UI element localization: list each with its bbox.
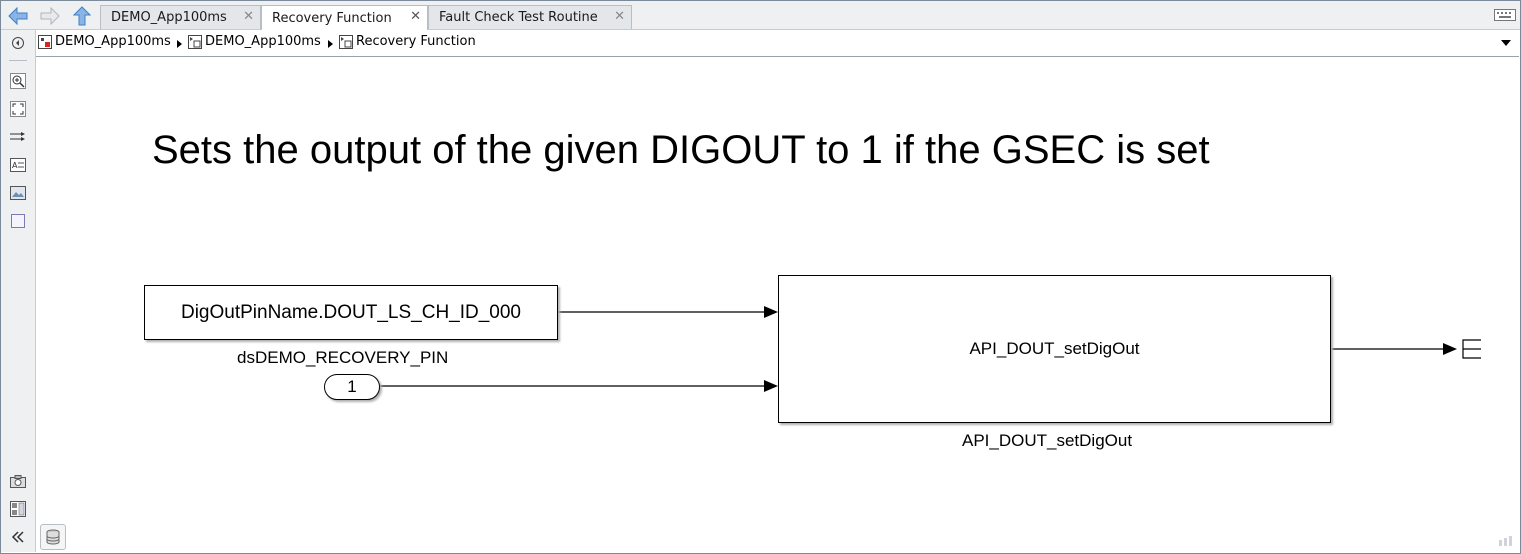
- keyboard-icon[interactable]: [1494, 9, 1516, 25]
- tab-label: DEMO_App100ms: [111, 10, 227, 25]
- subsystem-icon: [339, 34, 353, 49]
- collapse-icon[interactable]: [9, 528, 27, 546]
- function-block-label: API_DOUT_setDigOut: [969, 339, 1140, 358]
- breadcrumb-item-recovery-function[interactable]: Recovery Function: [339, 34, 476, 49]
- tab-bar: DEMO_App100ms ✕ Recovery Function ✕ Faul…: [1, 1, 1520, 30]
- breadcrumb-label: DEMO_App100ms: [55, 34, 171, 49]
- breadcrumb-label: DEMO_App100ms: [205, 34, 321, 49]
- forward-button[interactable]: [39, 5, 61, 27]
- signal-route-icon[interactable]: [9, 128, 27, 146]
- zoom-icon[interactable]: [9, 72, 27, 90]
- svg-text:A: A: [12, 161, 18, 170]
- function-block-name[interactable]: API_DOUT_setDigOut: [962, 431, 1133, 450]
- inport-block[interactable]: 1: [324, 374, 380, 400]
- property-inspector-icon[interactable]: [9, 500, 27, 518]
- arrowhead-icon: [1443, 343, 1457, 355]
- area-icon[interactable]: [9, 212, 27, 230]
- fit-view-icon[interactable]: [9, 100, 27, 118]
- chevron-down-icon[interactable]: [1501, 40, 1511, 46]
- left-toolbar: A: [1, 30, 36, 552]
- model-icon: [38, 34, 52, 49]
- up-arrow-icon: [73, 6, 91, 26]
- screenshot-icon[interactable]: [9, 472, 27, 490]
- forward-arrow-icon: [40, 7, 60, 25]
- arrowhead-icon: [764, 380, 778, 392]
- back-button[interactable]: [7, 5, 29, 27]
- tab-label: Recovery Function: [272, 10, 392, 26]
- function-call-block[interactable]: API_DOUT_setDigOut: [778, 275, 1331, 423]
- breadcrumb-separator-icon: [177, 40, 182, 48]
- close-icon[interactable]: ✕: [614, 9, 625, 24]
- model-data-button[interactable]: [40, 524, 66, 550]
- database-icon: [46, 529, 60, 545]
- tab-demo-app100ms[interactable]: DEMO_App100ms ✕: [100, 5, 261, 29]
- arrowhead-icon: [764, 306, 778, 318]
- toolbar-divider: [9, 60, 27, 61]
- breadcrumb-separator-icon: [328, 40, 333, 48]
- tab-fault-check-test-routine[interactable]: Fault Check Test Routine ✕: [428, 5, 632, 29]
- subsystem-icon: [188, 34, 202, 49]
- breadcrumb: DEMO_App100ms DEMO_App100ms Recovery Fun…: [36, 30, 1519, 57]
- breadcrumb-item-subsystem[interactable]: DEMO_App100ms: [188, 34, 321, 49]
- diagram-annotation[interactable]: Sets the output of the given DIGOUT to 1…: [152, 128, 1210, 172]
- breadcrumb-item-model[interactable]: DEMO_App100ms: [38, 34, 171, 49]
- breadcrumb-label: Recovery Function: [356, 34, 476, 49]
- resize-grip-icon[interactable]: [1499, 535, 1517, 550]
- back-arrow-icon: [8, 7, 28, 25]
- tab-label: Fault Check Test Routine: [439, 10, 598, 25]
- annotation-icon[interactable]: A: [9, 156, 27, 174]
- constant-block-value: DigOutPinName.DOUT_LS_CH_ID_000: [180, 301, 522, 323]
- hide-explorer-icon[interactable]: [9, 34, 27, 52]
- inport-block-number: 1: [347, 377, 357, 396]
- image-icon[interactable]: [9, 184, 27, 202]
- tab-recovery-function[interactable]: Recovery Function ✕: [261, 5, 428, 30]
- constant-block-name[interactable]: dsDEMO_RECOVERY_PIN: [237, 348, 449, 367]
- constant-block[interactable]: DigOutPinName.DOUT_LS_CH_ID_000: [144, 285, 558, 340]
- terminator-icon: [1462, 339, 1481, 359]
- up-button[interactable]: [71, 5, 93, 27]
- close-icon[interactable]: ✕: [243, 9, 254, 24]
- close-icon[interactable]: ✕: [410, 9, 421, 24]
